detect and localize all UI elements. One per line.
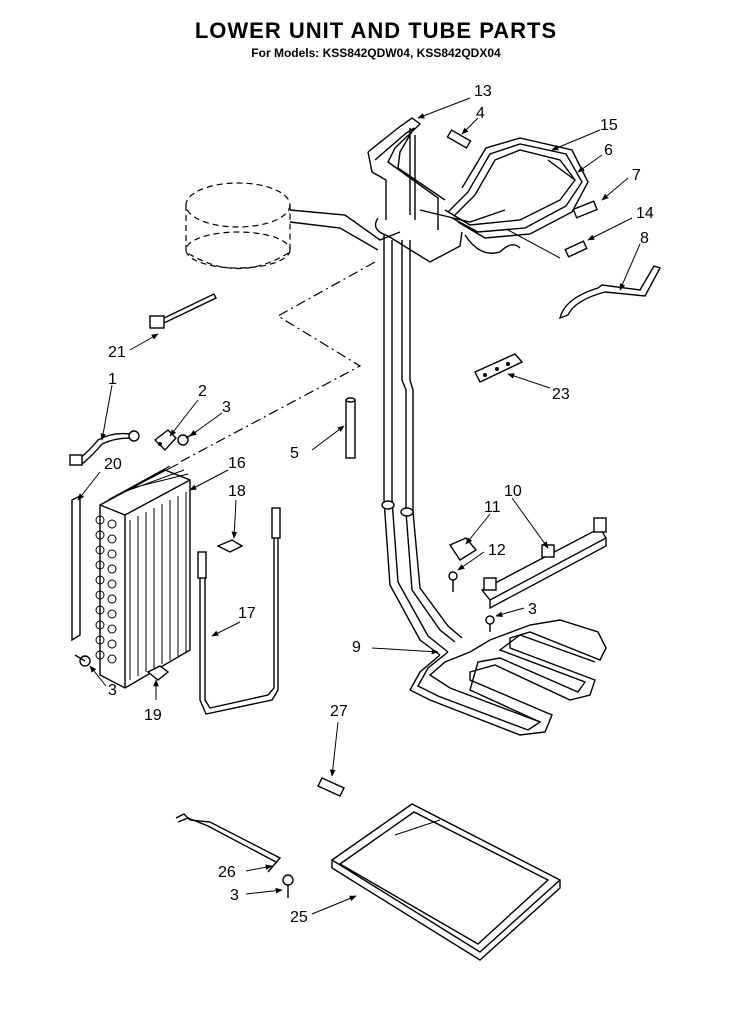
callout-3-condenser: 3: [108, 682, 117, 699]
drain-pan-wire: [175, 813, 294, 898]
harness-clip: [474, 353, 524, 383]
condenser-mounting-plate: [71, 494, 81, 642]
callout-16: 16: [228, 455, 246, 472]
callout-17: 17: [238, 605, 256, 622]
vertical-tubes: [381, 235, 463, 656]
tube-assembly: [367, 117, 589, 263]
callout-19: 19: [144, 707, 162, 724]
callout-20: 20: [104, 456, 122, 473]
capillary-tube: [197, 507, 281, 715]
callout-10: 10: [504, 483, 522, 500]
diagram-subtitle: For Models: KSS842QDW04, KSS842QDX04: [251, 46, 501, 60]
callout-18: 18: [228, 483, 246, 500]
callout-4: 4: [476, 105, 485, 122]
callout-23: 23: [552, 386, 570, 403]
callout-leaders: [77, 97, 641, 915]
drain-pan-clip: [317, 777, 345, 797]
heater-bracket: [480, 517, 607, 610]
diagram-title: LOWER UNIT AND TUBE PARTS: [194, 18, 558, 43]
capillary-clip: [216, 539, 244, 553]
callout-3-pan: 3: [230, 887, 239, 904]
defrost-heater-coil: [409, 619, 607, 736]
callout-12: 12: [488, 542, 506, 559]
callout-25: 25: [290, 909, 308, 926]
tube-fittings: [446, 129, 598, 259]
callout-3-upper: 3: [222, 399, 231, 416]
callout-6: 6: [604, 142, 613, 159]
cable-tie: [149, 293, 217, 329]
condenser-clip: [146, 665, 170, 681]
callout-27: 27: [330, 703, 348, 720]
bracket-and-screw: [153, 429, 197, 452]
callout-9: 9: [352, 639, 361, 656]
callout-14: 14: [636, 205, 654, 222]
callout-15: 15: [600, 117, 618, 134]
wire-harness: [69, 430, 140, 466]
callout-2: 2: [198, 383, 207, 400]
callout-8: 8: [640, 230, 649, 247]
drain-sleeve: [345, 397, 356, 459]
drain-tube: [558, 265, 662, 320]
callout-3-bracket: 3: [528, 601, 537, 618]
callout-26: 26: [218, 864, 236, 881]
callout-5: 5: [290, 445, 299, 462]
callout-11: 11: [484, 499, 501, 516]
drain-pan: [330, 803, 562, 961]
callout-1: 1: [108, 371, 117, 388]
compressor-outline: [185, 182, 401, 269]
callout-13: 13: [474, 83, 492, 100]
condenser-screw: [74, 654, 91, 667]
callout-21: 21: [108, 344, 126, 361]
connection-lines: [179, 261, 376, 463]
callout-7: 7: [632, 167, 641, 184]
condenser: [95, 463, 191, 689]
